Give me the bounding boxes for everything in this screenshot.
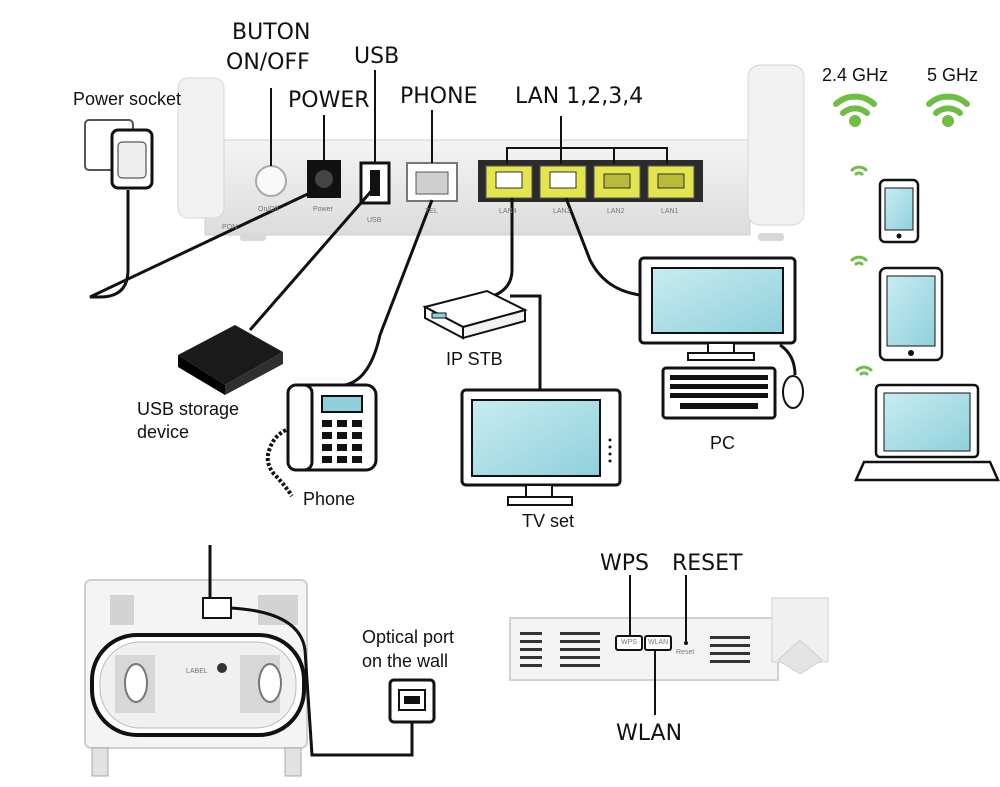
label-button-onoff-line1: BUTON	[232, 20, 311, 45]
label-phone: Phone	[303, 489, 356, 509]
cables	[89, 187, 797, 390]
label-wps: WPS	[600, 551, 649, 576]
label-pc: PC	[710, 433, 736, 453]
label-phone-port: PHONE	[400, 84, 478, 109]
marking-lan4: LAN4	[499, 208, 517, 215]
label-usb-storage-line1: USB storage	[137, 399, 240, 419]
label-optical-port-line1: Optical port	[362, 627, 455, 647]
marking-lan1: LAN1	[661, 208, 679, 215]
label-wifi-5ghz: 5 GHz	[927, 65, 979, 85]
label-wlan: WLAN	[616, 721, 683, 746]
tv-set-icon	[460, 388, 622, 506]
label-wifi-24ghz: 2.4 GHz	[822, 65, 889, 85]
marking-lan3: LAN3	[553, 208, 571, 215]
usb-storage-device-icon	[178, 325, 283, 395]
label-optical-port-line2: on the wall	[362, 651, 449, 671]
label-reset: RESET	[672, 551, 743, 576]
onoff-button-icon	[255, 165, 287, 197]
lan-ports	[485, 165, 695, 199]
marking-side-wlan: WLAN	[648, 639, 669, 646]
tablet-icon	[878, 266, 944, 362]
label-ip-stb: IP STB	[446, 349, 503, 369]
wifi-24ghz-icon	[833, 93, 877, 127]
optical-port-icon	[388, 678, 436, 724]
marking-onoff: On/Off	[258, 206, 279, 213]
ip-stb-icon	[422, 289, 528, 340]
router-underside	[84, 545, 414, 777]
marking-usb: USB	[367, 217, 382, 224]
marking-label: LABEL	[186, 668, 208, 675]
label-lan-ports: LAN 1,2,3,4	[515, 84, 644, 109]
label-power-socket: Power socket	[73, 89, 182, 109]
label-button-onoff-line2: ON/OFF	[226, 50, 310, 75]
label-tv-set: TV set	[522, 511, 575, 531]
label-power-port: POWER	[288, 88, 370, 113]
marking-lan2: LAN2	[607, 208, 625, 215]
marking-side-wps: WPS	[621, 639, 637, 646]
label-usb-storage-line2: device	[137, 422, 190, 442]
laptop-icon	[854, 383, 1000, 482]
pc-icon	[638, 256, 804, 420]
smartphone-icon	[878, 178, 920, 244]
router-side-panel	[509, 575, 829, 715]
router-back-panel	[177, 64, 805, 241]
marking-pon: PON	[222, 224, 238, 231]
label-usb-port: USB	[354, 44, 400, 69]
power-socket-icon	[84, 119, 154, 190]
mouse-icon	[782, 375, 804, 409]
phone-icon	[265, 383, 378, 498]
marking-side-reset: Reset	[676, 649, 695, 656]
marking-power: Power	[313, 206, 333, 213]
marking-tel: TEL	[425, 208, 438, 215]
wifi-5ghz-icon	[926, 93, 970, 127]
wifi-small-icons	[850, 165, 873, 376]
